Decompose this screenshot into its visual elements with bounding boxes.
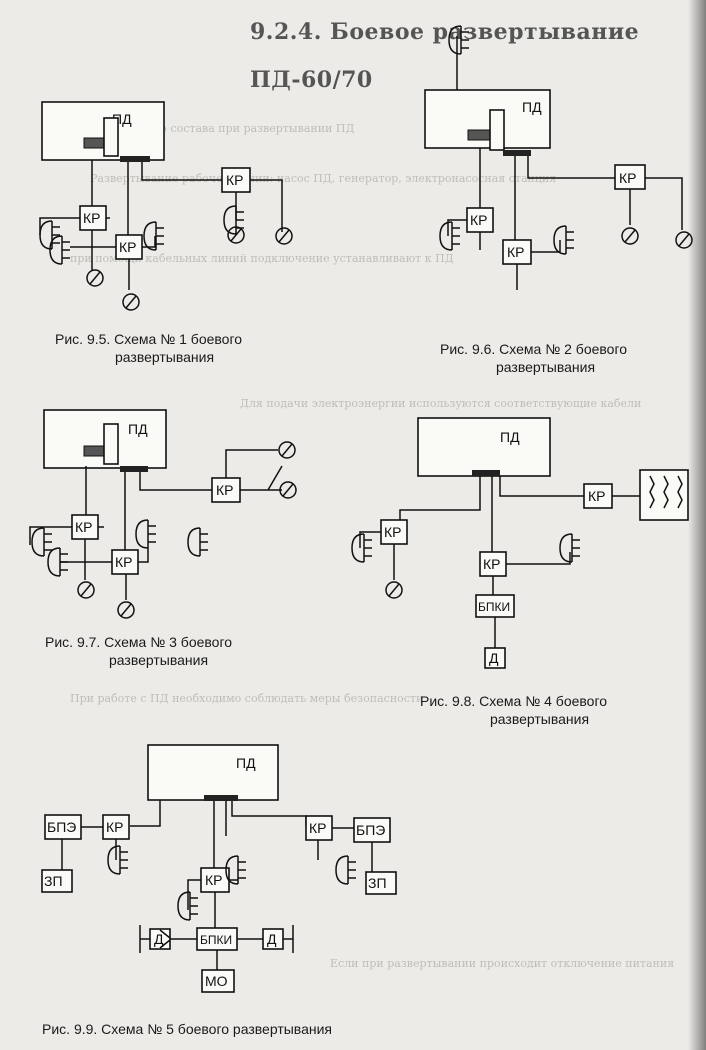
kr-box	[466, 207, 494, 233]
zp-label: ЗП	[44, 873, 63, 889]
outlet-block	[120, 466, 148, 472]
faded-line: при помощи кабельных линий подключение у…	[70, 252, 454, 265]
fig99-caption-line: Рис. 9.9. Схема № 5 боевого развертывани…	[42, 1021, 332, 1037]
zp-box	[365, 871, 397, 895]
outlet-block	[120, 156, 150, 162]
kr-label: КР	[75, 519, 93, 535]
bpe-label: БПЭ	[356, 822, 385, 838]
scheme-3: ПД КР КР КР	[29, 409, 297, 619]
d-box	[484, 647, 506, 669]
pd-box	[424, 89, 551, 149]
page-heading: 9.2.4. Боевое развертывание ПД-60/70	[250, 19, 640, 93]
bpe-box	[353, 817, 391, 843]
fig98-caption: Рис. 9.8. Схема № 4 боевого развертывани…	[420, 692, 607, 728]
kr-label: КР	[483, 556, 501, 572]
outlet-block	[204, 795, 238, 801]
kr-label: КР	[226, 172, 244, 188]
kr-box	[211, 477, 241, 503]
kr-label: КР	[309, 820, 327, 836]
d-label: Д	[267, 931, 277, 947]
fig97-caption-line1: Рис. 9.7. Схема № 3 боевого	[45, 634, 233, 650]
kr-label: КР	[507, 244, 525, 260]
bpe-label: БПЭ	[47, 819, 76, 835]
fig95-caption: Рис. 9.5. Схема № 1 боевого развертывани…	[55, 330, 242, 366]
pd-box	[417, 417, 551, 477]
faded-line: При работе с ПД необходимо соблюдать мер…	[70, 692, 424, 705]
fig95-caption-line1: Рис. 9.5. Схема № 1 боевого	[55, 331, 243, 347]
kr-label: КР	[619, 170, 637, 186]
fig96-caption-line1: Рис. 9.6. Схема № 2 боевого	[440, 341, 628, 357]
faded-line: Развертывание рабочей линии: насос ПД, г…	[90, 172, 557, 185]
mo-box	[201, 969, 235, 993]
kr-label: КР	[216, 482, 234, 498]
pd-label: ПД	[522, 99, 542, 115]
fig98-caption-line2: развертывания	[490, 711, 590, 727]
kr-label: КР	[115, 554, 133, 570]
outlet-block	[472, 470, 500, 476]
scheme-2: ПД КР КР КР	[424, 25, 693, 290]
fig95-caption-line2: развертывания	[115, 349, 215, 365]
kr-box	[221, 167, 251, 193]
kr-label: КР	[384, 524, 402, 540]
fig98-caption-line1: Рис. 9.8. Схема № 4 боевого	[420, 693, 608, 709]
zp-label: ЗП	[368, 875, 387, 891]
kr-label: КР	[83, 210, 101, 226]
scheme-4: ПД КР КР КР БПКИ Д	[351, 417, 689, 669]
faded-line: Для подачи электроэнергии используются с…	[240, 397, 642, 410]
d-label: Д	[489, 650, 499, 666]
kr-label: КР	[106, 819, 124, 835]
pd-label: ПД	[236, 755, 256, 771]
kr-label: КР	[205, 872, 223, 888]
page-binding-shadow	[688, 0, 706, 1050]
fig99-caption: Рис. 9.9. Схема № 5 боевого развертывани…	[42, 1020, 332, 1038]
faded-line: Если при развертывании происходит отключ…	[330, 957, 675, 970]
kr-box	[583, 483, 613, 509]
pd-label: ПД	[128, 421, 148, 437]
pd-box	[147, 744, 279, 801]
mo-label: МО	[205, 973, 228, 989]
pd-label: ПД	[500, 429, 520, 445]
scheme-5: ПД КР БПЭ ЗП КР БПЭ ЗП КР БПКИ	[41, 744, 397, 993]
zp-box	[41, 869, 73, 893]
scheme-1: ПД КР КР КР	[39, 101, 293, 311]
d-label: Д	[154, 931, 164, 947]
bpki-label: БПКИ	[200, 933, 232, 947]
pump-riser	[103, 423, 119, 465]
fig96-caption-line2: развертывания	[496, 359, 596, 375]
pump-riser	[103, 117, 119, 157]
kr-label: КР	[119, 239, 137, 255]
kr-box	[614, 164, 646, 190]
pd-box	[41, 101, 165, 161]
bpki-label: БПКИ	[478, 600, 510, 614]
kr-label: КР	[588, 488, 606, 504]
pump-riser	[489, 109, 505, 151]
fig97-caption-line2: развертывания	[109, 652, 209, 668]
kr-label: КР	[470, 212, 488, 228]
fig97-caption: Рис. 9.7. Схема № 3 боевого развертывани…	[45, 633, 232, 669]
outlet-block	[503, 150, 531, 156]
fig96-caption: Рис. 9.6. Схема № 2 боевого развертывани…	[440, 340, 627, 376]
